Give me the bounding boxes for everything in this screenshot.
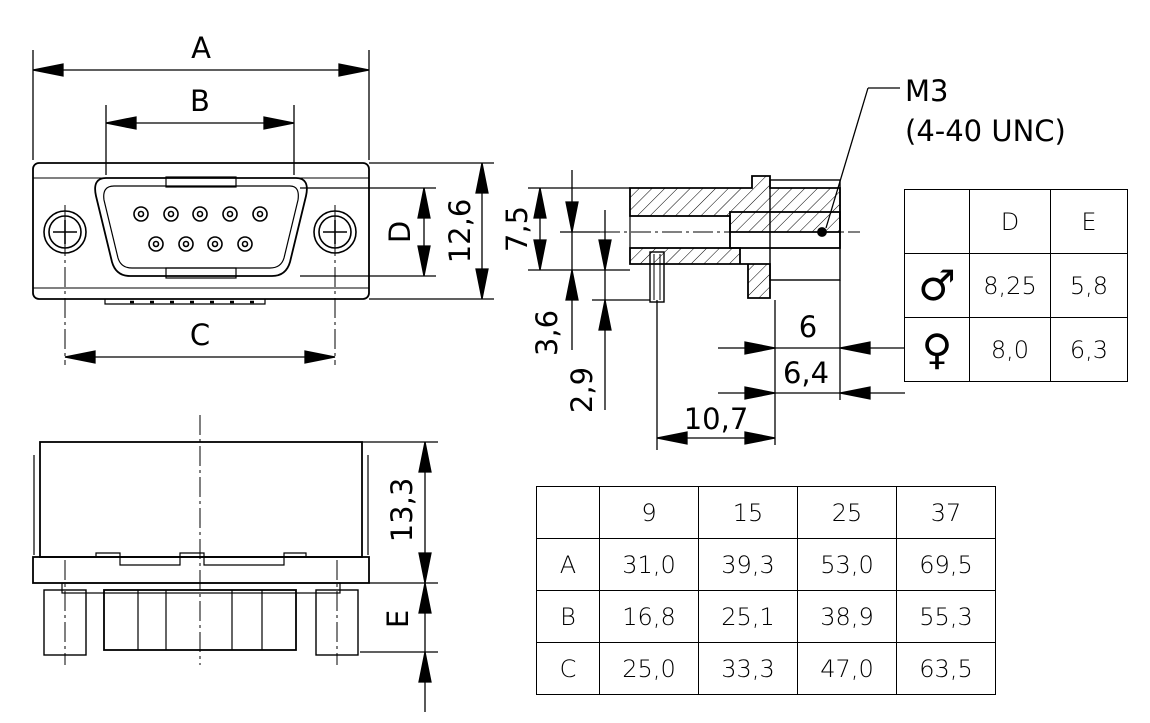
table-cell: 8,0 — [969, 317, 1051, 382]
flange-outline — [32, 162, 370, 300]
gender-dimension-table: D E ♂ 8,25 5,8 ♀ 8,0 6,3 — [904, 189, 1128, 382]
table-cell: 69,5 — [896, 538, 996, 591]
table-row: C 25,0 33,3 47,0 63,5 — [536, 642, 996, 695]
size-dimension-table: 9 15 25 37 A 31,0 39,3 53,0 69,5 B 16,8 … — [536, 486, 996, 695]
header-cell — [536, 486, 600, 539]
table-cell: 38,9 — [797, 590, 897, 643]
table-row: A 31,0 39,3 53,0 69,5 — [536, 538, 996, 591]
row-label: B — [536, 590, 600, 643]
label-13-3: 13,3 — [385, 478, 419, 543]
side-dimensions — [528, 170, 905, 450]
front-view — [32, 162, 370, 365]
header-cell: 9 — [599, 486, 699, 539]
row-label: C — [536, 642, 600, 695]
pin-contacts — [133, 206, 268, 252]
female-symbol-icon: ♀ — [904, 317, 970, 382]
side-section-hatched — [629, 175, 841, 233]
label-c: C — [190, 318, 210, 352]
label-d: D — [383, 221, 417, 243]
front-dimensions — [32, 50, 494, 364]
thread-label-line2: (4-40 UNC) — [905, 114, 1066, 148]
table-cell: 5,8 — [1050, 253, 1128, 318]
label-12-6: 12,6 — [443, 199, 477, 264]
thread-label-line1: M3 — [905, 74, 948, 108]
table-row: ♂ 8,25 5,8 — [904, 253, 1128, 318]
table-cell: 55,3 — [896, 590, 996, 643]
table-row: B 16,8 25,1 38,9 55,3 — [536, 590, 996, 643]
table-cell: 53,0 — [797, 538, 897, 591]
table-cell: 31,0 — [599, 538, 699, 591]
header-cell: 15 — [698, 486, 798, 539]
table-cell: 16,8 — [599, 590, 699, 643]
body-outline — [39, 441, 363, 558]
table-cell: 47,0 — [797, 642, 897, 695]
table-header-row: 9 15 25 37 — [536, 486, 996, 539]
table-cell: 39,3 — [698, 538, 798, 591]
label-6-4: 6,4 — [783, 356, 829, 390]
table-cell: 8,25 — [969, 253, 1051, 318]
dimension-labels: A B C D 12,6 7,5 3,6 2,9 6 6,4 10,7 13,3… — [190, 31, 1066, 628]
table-row: ♀ 8,0 6,3 — [904, 317, 1128, 382]
table-cell: 63,5 — [896, 642, 996, 695]
header-cell: E — [1050, 189, 1128, 254]
table-cell: 33,3 — [698, 642, 798, 695]
label-b: B — [190, 84, 210, 118]
row-label: A — [536, 538, 600, 591]
label-a: A — [191, 31, 211, 65]
shell-outline — [94, 177, 308, 277]
table-cell: 25,1 — [698, 590, 798, 643]
table-cell: 25,0 — [599, 642, 699, 695]
side-view — [600, 87, 900, 303]
bottom-dimensions — [360, 441, 438, 712]
header-cell — [904, 189, 970, 254]
male-symbol-icon: ♂ — [904, 253, 970, 318]
table-cell: 6,3 — [1050, 317, 1128, 382]
label-e: E — [381, 610, 415, 628]
label-10-7: 10,7 — [684, 402, 749, 436]
bottom-view — [32, 415, 370, 665]
header-cell: 37 — [896, 486, 996, 539]
label-2-9: 2,9 — [565, 367, 599, 413]
header-cell: 25 — [797, 486, 897, 539]
label-7-5: 7,5 — [500, 206, 534, 252]
table-header-row: D E — [904, 189, 1128, 254]
header-cell: D — [969, 189, 1051, 254]
label-3-6: 3,6 — [530, 310, 564, 356]
label-6: 6 — [799, 310, 817, 344]
